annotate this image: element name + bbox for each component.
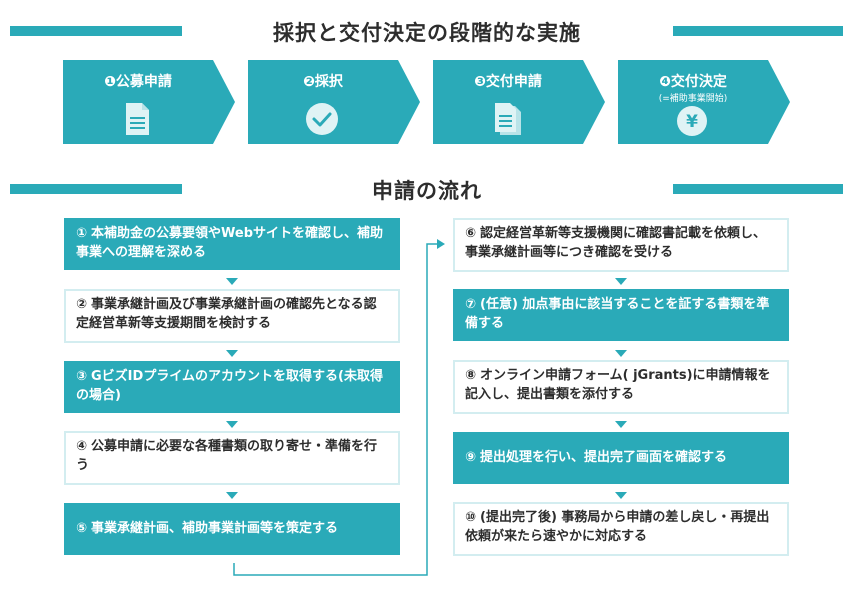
step-text: 事業承継計画及び事業承継計画の確認先となる認定経営革新等支援期間を検討する bbox=[76, 297, 377, 331]
step-text: 公募申請に必要な各種書類の取り寄せ・準備を行う bbox=[76, 439, 378, 473]
step-number: ⑩ bbox=[465, 510, 477, 525]
step-number: ② bbox=[76, 297, 88, 312]
step-chevron-2: ❷採択 bbox=[248, 60, 420, 144]
down-arrow bbox=[226, 350, 238, 357]
step-chevron-1: ❶公募申請 bbox=[63, 60, 235, 144]
step-text: (任意) 加点事由に該当することを証する書類を準備する bbox=[465, 297, 770, 331]
step-chevron-3: ❸交付申請 bbox=[433, 60, 605, 144]
header-rule-left bbox=[10, 26, 182, 36]
down-arrow bbox=[226, 278, 238, 285]
header-rule-right bbox=[673, 184, 843, 194]
step-sublabel: (=補助事業開始) bbox=[658, 94, 728, 104]
step-label: ❸交付申請 bbox=[474, 74, 542, 90]
step-number: ⑧ bbox=[465, 368, 477, 383]
step-text: オンライン申請フォーム( jGrants)に申請情報を記入し、提出書類を添付する bbox=[465, 368, 771, 402]
document-icon bbox=[118, 102, 156, 136]
down-arrow bbox=[615, 350, 627, 357]
step-label: ❷採択 bbox=[303, 74, 343, 90]
step-text: 事業承継計画、補助事業計画等を策定する bbox=[91, 521, 339, 536]
header-rule-left bbox=[10, 184, 182, 194]
section-title-adoption: 採択と交付決定の段階的な実施 bbox=[273, 21, 581, 45]
step-number: ⑥ bbox=[465, 226, 477, 241]
header-rule-right bbox=[673, 26, 843, 36]
step-text: 認定経営革新等支援機関に確認書記載を依頼し、事業承継計画等につき確認を受ける bbox=[465, 226, 767, 260]
step-number: ④ bbox=[76, 439, 88, 454]
step-text: 本補助金の公募要領やWebサイトを確認し、補助事業への理解を深める bbox=[76, 226, 384, 260]
step-text: (提出完了後) 事務局から申請の差し戻し・再提出依頼が来たら速やかに対応する bbox=[465, 510, 770, 544]
flow-step-10: ⑩(提出完了後) 事務局から申請の差し戻し・再提出依頼が来たら速やかに対応する bbox=[453, 502, 789, 556]
step-chevron-4: ❹交付決定 (=補助事業開始) ¥ bbox=[618, 60, 790, 144]
down-arrow bbox=[615, 421, 627, 428]
step-label: ❹交付決定 bbox=[659, 74, 727, 90]
step-text: 提出処理を行い、提出完了画面を確認する bbox=[480, 450, 728, 465]
svg-text:¥: ¥ bbox=[686, 112, 698, 132]
step-number: ③ bbox=[76, 369, 88, 384]
check-circle-icon bbox=[303, 102, 341, 136]
step-text: GビズIDプライムのアカウントを取得する(未取得の場合) bbox=[76, 369, 383, 403]
down-arrow bbox=[226, 421, 238, 428]
yen-coin-icon: ¥ bbox=[673, 104, 711, 138]
documents-stack-icon bbox=[488, 102, 526, 136]
down-arrow bbox=[226, 492, 238, 499]
section-title-flow: 申請の流れ bbox=[372, 179, 482, 203]
flow-step-7: ⑦(任意) 加点事由に該当することを証する書類を準備する bbox=[453, 289, 789, 341]
step-number: ⑦ bbox=[465, 297, 477, 312]
step-number: ① bbox=[76, 226, 88, 241]
step-label: ❶公募申請 bbox=[104, 74, 172, 90]
step-number: ⑨ bbox=[465, 450, 477, 465]
step-number: ⑤ bbox=[76, 521, 88, 536]
down-arrow bbox=[615, 492, 627, 499]
down-arrow bbox=[615, 278, 627, 285]
